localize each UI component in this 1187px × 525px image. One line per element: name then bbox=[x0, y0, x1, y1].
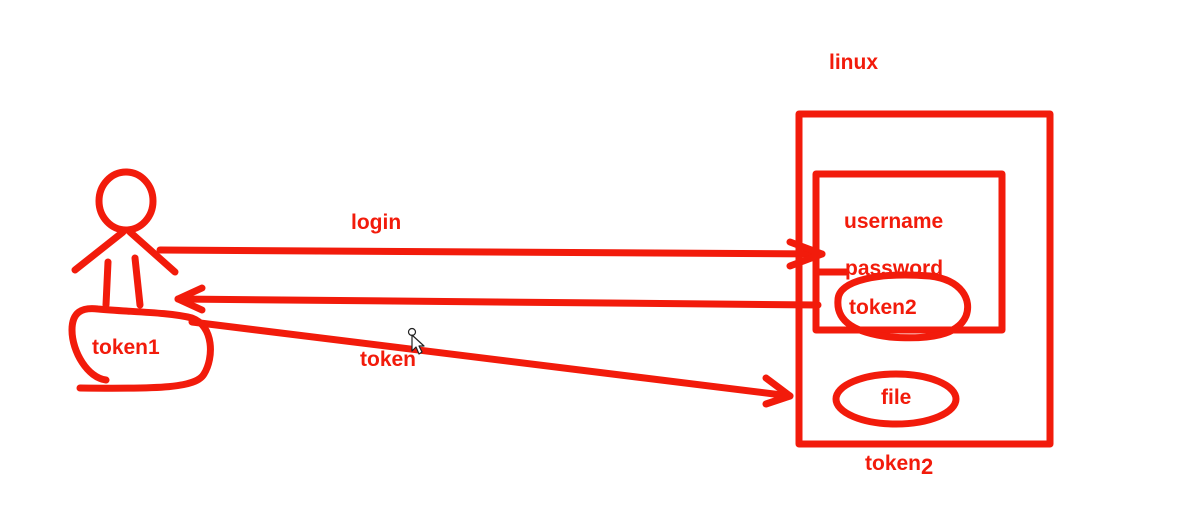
password-label: password bbox=[845, 257, 944, 280]
stick-figure-icon bbox=[71, 168, 179, 309]
token-arrow-label: token bbox=[360, 348, 417, 371]
login-arrow bbox=[156, 238, 826, 270]
mouse-pointer-icon bbox=[407, 327, 425, 355]
token-bottom-main: token bbox=[865, 452, 922, 475]
file-ellipse bbox=[832, 370, 960, 428]
linux-label: linux bbox=[829, 51, 879, 74]
token2-ellipse bbox=[834, 271, 972, 342]
file-label: file bbox=[881, 386, 912, 409]
username-label: username bbox=[844, 210, 944, 233]
token-bottom-label: token2 bbox=[865, 452, 933, 478]
token2-label: token2 bbox=[849, 296, 917, 319]
login-label: login bbox=[351, 211, 402, 234]
return-arrow bbox=[174, 284, 822, 314]
linux-box bbox=[795, 110, 1054, 448]
token-bottom-subscript: 2 bbox=[921, 454, 934, 479]
token1-blob bbox=[68, 305, 214, 392]
credentials-box bbox=[812, 170, 1006, 334]
token1-label: token1 bbox=[92, 336, 160, 359]
token-arrow bbox=[188, 318, 794, 408]
